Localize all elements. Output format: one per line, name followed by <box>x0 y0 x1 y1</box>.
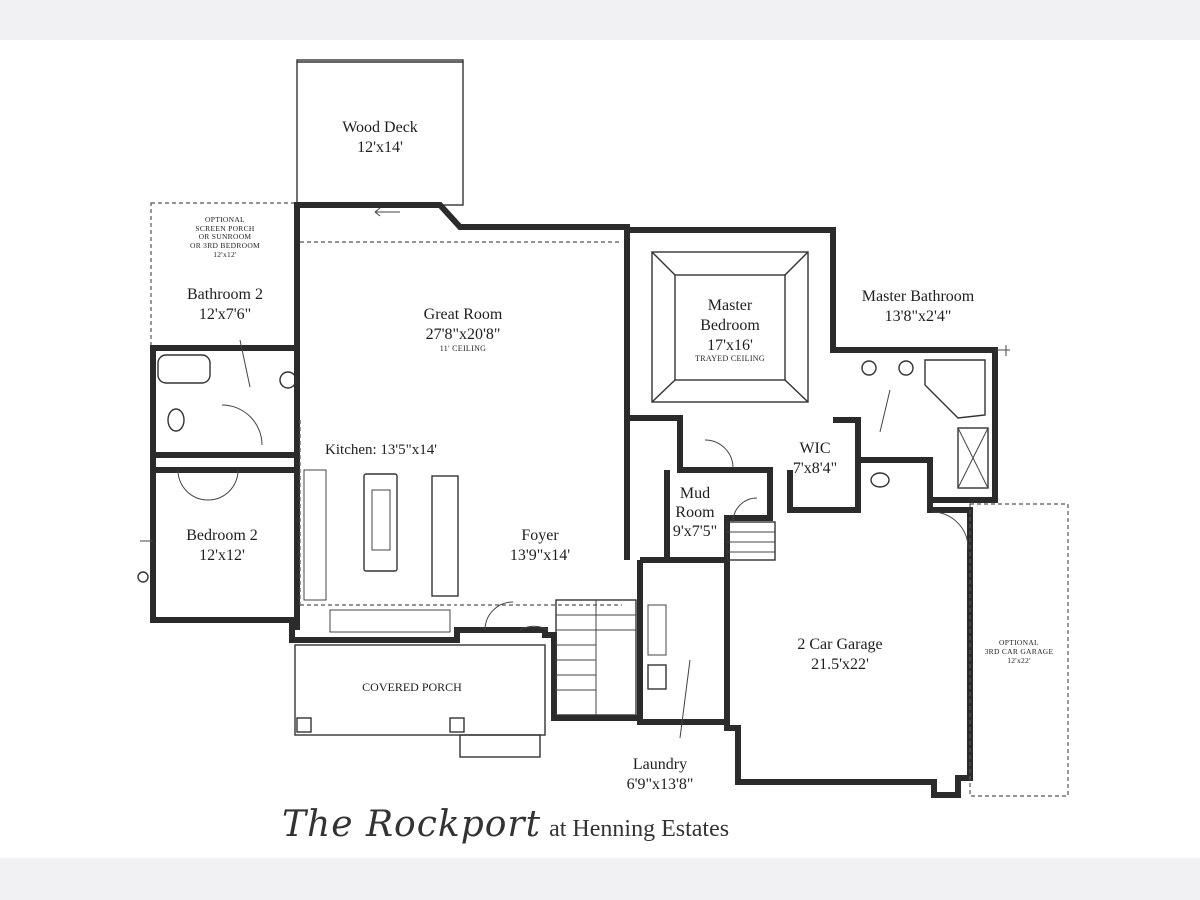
wood-deck-name: Wood Deck <box>342 119 418 136</box>
foyer-name: Foyer <box>521 527 559 544</box>
optional-garage-outline <box>969 503 1069 797</box>
kitchen-island <box>303 469 459 633</box>
great-room-name: Great Room <box>423 306 503 323</box>
bathroom2-size: 12'x7'6" <box>198 305 252 323</box>
interior-walls <box>153 205 933 728</box>
great-room-note: 11' CEILING <box>439 343 487 353</box>
master-bathroom-name: Master Bathroom <box>861 288 975 305</box>
optional-porch-line: OPTIONAL <box>205 215 245 224</box>
optional-garage-label: OPTIONAL 3RD CAR GARAGE 12'x22' <box>985 638 1054 665</box>
master-bedroom-size: 17'x16' <box>707 336 753 354</box>
master-bedroom-name: Master <box>707 297 753 314</box>
covered-porch-outline <box>294 644 546 758</box>
mud-room-name: Room <box>675 503 715 521</box>
mud-room-name: Mud <box>679 485 711 502</box>
fixture-diagonals <box>239 339 891 739</box>
master-bedroom-note: TRAYED CEILING <box>695 354 765 364</box>
garage-label: 2 Car Garage 21.5'x22' <box>797 636 883 674</box>
optional-porch-line: OR SUNROOM <box>198 232 252 242</box>
bedroom2-size: 12'x12' <box>199 546 245 564</box>
garage-size: 21.5'x22' <box>811 655 869 673</box>
tray-ceiling-lines <box>651 251 809 403</box>
master-bathroom-size: 13'8"x2'4" <box>884 307 952 325</box>
bedroom2-name: Bedroom 2 <box>186 527 258 544</box>
great-room-label: Great Room 27'8"x20'8" 11' CEILING <box>423 306 503 353</box>
foyer-size: 13'9"x14' <box>509 546 571 564</box>
wic-name: WIC <box>799 440 831 457</box>
plan-paper <box>0 40 1200 858</box>
optional-porch-line: 12'x12' <box>213 249 237 259</box>
mud-room-size: 9'x7'5" <box>672 522 718 540</box>
foyer-label: Foyer 13'9"x14' <box>509 527 571 565</box>
great-room-size: 27'8"x20'8" <box>425 325 501 343</box>
bathroom-fixtures <box>157 354 989 489</box>
optional-porch-line: OR 3RD BEDROOM <box>189 240 261 250</box>
wic-size: 7'x8'4" <box>792 459 838 477</box>
wood-deck-label: Wood Deck 12'x14' <box>342 119 418 157</box>
plan-title: The Rockport at Henning Estates <box>282 804 729 850</box>
wood-deck-size: 12'x14' <box>357 138 403 156</box>
laundry-label: Laundry 6'9"x13'8" <box>626 756 694 794</box>
master-bedroom-name: Bedroom <box>700 316 760 334</box>
optional-porch-label: OPTIONAL SCREEN PORCH OR SUNROOM OR 3RD … <box>189 215 261 259</box>
laundry-size: 6'9"x13'8" <box>626 775 694 793</box>
stairs <box>555 521 776 716</box>
laundry-appliances <box>647 604 667 690</box>
bedroom2-label: Bedroom 2 12'x12' <box>186 527 258 565</box>
mud-room-label: Mud Room 9'x7'5" <box>672 485 718 540</box>
door-swings <box>177 207 969 631</box>
laundry-name: Laundry <box>632 756 688 773</box>
kitchen-label: Kitchen: 13'5"x14' <box>325 442 437 458</box>
master-bedroom-label: Master Bedroom 17'x16' TRAYED CEILING <box>695 297 765 364</box>
bathroom2-label: Bathroom 2 12'x7'6" <box>187 286 263 324</box>
edge-marks <box>137 345 1010 583</box>
optional-garage-line: 12'x22' <box>1007 656 1031 665</box>
plan-title-script: The Rockport <box>282 804 542 845</box>
wic-label: WIC 7'x8'4" <box>792 440 838 478</box>
plan-title-rest: at Henning Estates <box>549 816 730 842</box>
optional-garage-line: OPTIONAL <box>999 638 1039 647</box>
master-bathroom-label: Master Bathroom 13'8"x2'4" <box>861 288 975 326</box>
optional-porch-line: SCREEN PORCH <box>195 223 255 233</box>
optional-garage-line: 3RD CAR GARAGE <box>984 647 1054 656</box>
bathroom2-name: Bathroom 2 <box>187 286 263 303</box>
great-room-dashed-lines <box>299 241 622 606</box>
garage-name: 2 Car Garage <box>797 636 883 653</box>
covered-porch-label: COVERED PORCH <box>362 680 462 694</box>
exterior-walls <box>150 202 998 798</box>
